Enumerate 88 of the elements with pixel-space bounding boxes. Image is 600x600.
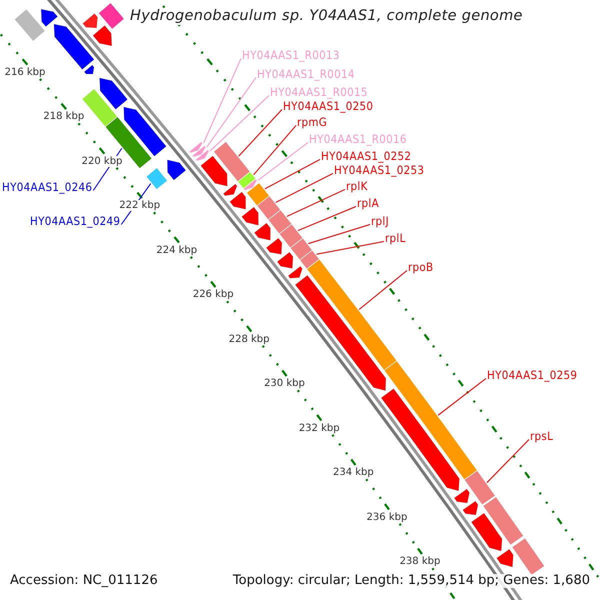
tick-label: 218 kbp — [42, 111, 86, 122]
gene-bar — [14, 8, 46, 42]
gene-label: rplA — [357, 197, 379, 210]
gene-bar — [213, 141, 251, 182]
leader-line — [486, 438, 530, 484]
gene-block — [195, 149, 210, 162]
gene-bar — [290, 238, 313, 260]
tick-label: 220 kbp — [80, 156, 124, 167]
genome-info-text: Topology: circular; Length: 1,559,514 bp; Genes: 1,680 — [230, 574, 592, 588]
tick-label: 238 kbp — [398, 556, 442, 568]
gene-label: rpoB — [408, 261, 434, 274]
gene-bar — [268, 209, 292, 234]
gene-block — [192, 145, 206, 158]
gene-label: HY04AAS1_0249 — [30, 215, 120, 228]
gene-block — [276, 251, 294, 270]
gene-bar — [98, 2, 125, 30]
gene-bar — [237, 171, 256, 190]
tick-label: 222 kbp — [118, 200, 162, 212]
gene-block — [40, 8, 58, 28]
tick-label: 232 kbp — [298, 422, 341, 434]
gene-label: HY04AAS1_R0016 — [309, 133, 407, 146]
gene-bar — [384, 360, 478, 480]
gene-block — [470, 512, 503, 552]
gene-label: HY04AAS1_0252 — [321, 150, 412, 163]
gene-block — [188, 141, 204, 154]
gene-label: HY04AAS1_0259 — [487, 369, 578, 382]
chart-title: Hydrogenobaculum sp. Y04AAS1, complete genome — [128, 9, 525, 25]
leader-line — [253, 124, 296, 176]
leader-line — [203, 58, 242, 144]
gene-block — [200, 155, 228, 187]
gene-block — [462, 500, 479, 516]
tick-label: 230 kbp — [263, 378, 306, 390]
tick-label: 228 kbp — [228, 334, 270, 345]
gene-label: rplK — [346, 180, 368, 193]
leader-line — [206, 76, 256, 148]
gene-bar — [464, 470, 496, 506]
leader-line — [286, 188, 346, 217]
gene-bar — [146, 167, 168, 190]
leader-line — [438, 378, 486, 416]
gene-block — [228, 191, 246, 210]
gene-block — [123, 106, 168, 158]
gene-label: HY04AAS1_R0013 — [242, 49, 340, 62]
leader-line — [316, 240, 384, 255]
leader-line — [275, 172, 334, 203]
gene-bar — [278, 224, 304, 248]
tick-label: 216 kbp — [4, 66, 46, 78]
gene-bar — [246, 182, 270, 206]
gene-label: HY04AAS1_R0015 — [270, 86, 368, 99]
leader-line — [358, 270, 408, 310]
gene-block — [254, 222, 271, 242]
gene-block — [380, 388, 460, 492]
tick-label: 236 kbp — [366, 512, 408, 523]
tick-label: 234 kbp — [332, 467, 375, 478]
gene-block — [82, 12, 98, 29]
leader-line — [238, 108, 282, 157]
gene-block — [240, 206, 259, 226]
gene-block — [92, 24, 112, 47]
gene-label: rpmG — [297, 116, 328, 129]
gene-block — [287, 265, 303, 279]
gene-bar — [511, 538, 546, 576]
gene-label: HY04AAS1_0246 — [2, 181, 92, 194]
leader-line — [297, 206, 356, 232]
gene-block — [53, 23, 95, 70]
leader-line — [308, 224, 370, 244]
gene-block — [83, 64, 95, 75]
gene-block — [453, 488, 470, 504]
gene-block — [98, 77, 128, 110]
leader-line — [210, 94, 270, 152]
gene-label: rpsL — [530, 430, 554, 443]
gene-label: HY04AAS1_0253 — [334, 164, 424, 177]
gene-bar — [299, 250, 320, 270]
accession-text: Accession: NC_011126 — [8, 574, 160, 588]
gene-block — [265, 237, 282, 256]
gene-bar — [256, 195, 282, 220]
gene-label: rplJ — [371, 215, 389, 228]
gene-bar — [482, 496, 524, 546]
gene-label: HY04AAS1_R0014 — [257, 68, 355, 81]
tick-label: 224 kbp — [155, 244, 198, 256]
gene-block — [496, 548, 514, 568]
gene-label: rplL — [385, 232, 406, 245]
tick-label: 226 kbp — [192, 289, 235, 300]
leader-line — [258, 142, 308, 181]
gene-bar — [306, 258, 398, 371]
gene-block — [166, 159, 187, 181]
gene-bar — [104, 116, 152, 170]
gene-block — [242, 178, 258, 191]
leader-line — [264, 158, 320, 190]
gene-label: HY04AAS1_0250 — [283, 100, 374, 113]
